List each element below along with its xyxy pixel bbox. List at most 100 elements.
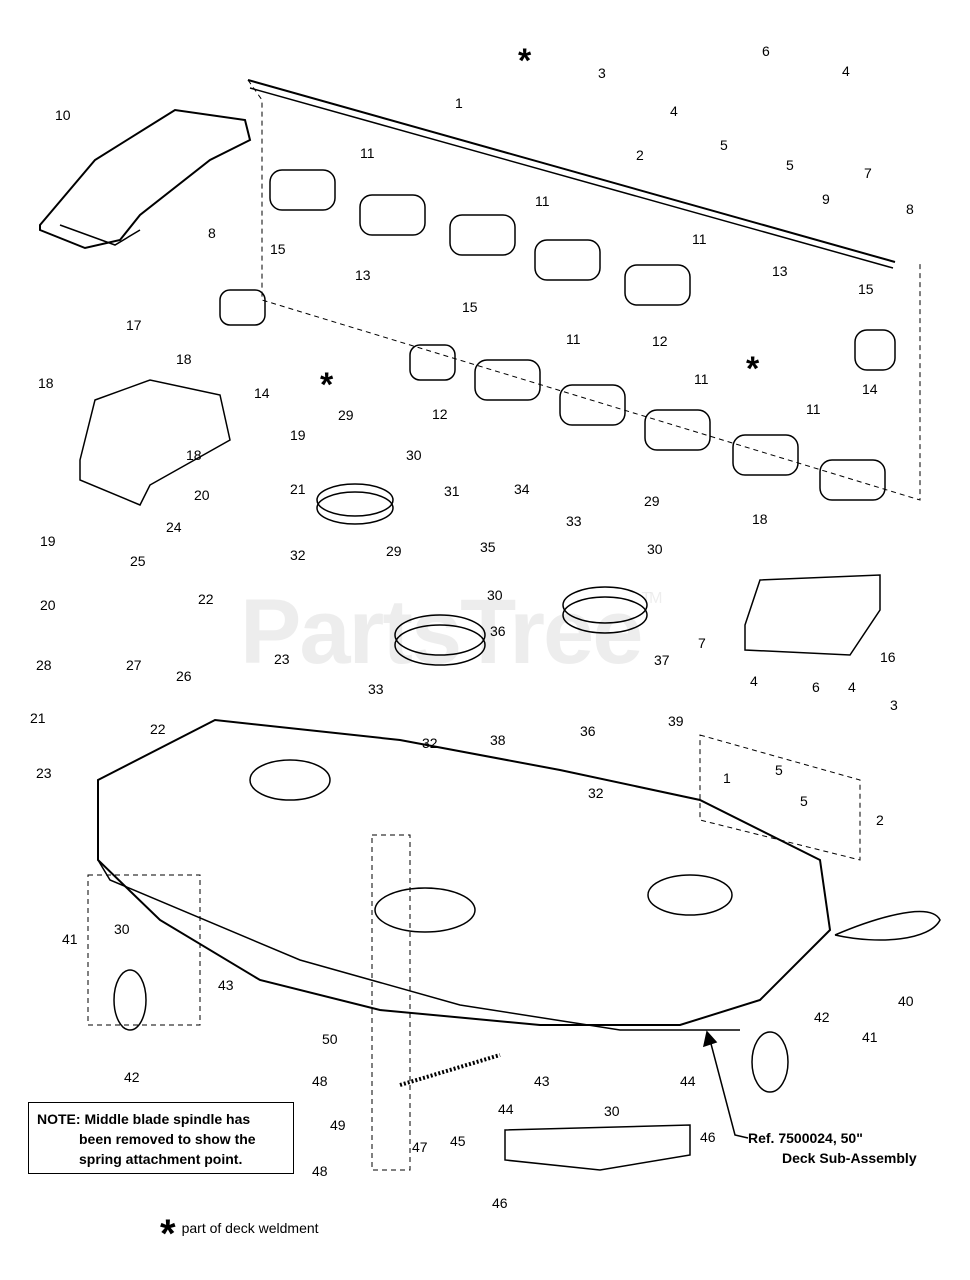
callout-46: 46 bbox=[492, 1195, 508, 1211]
callout-42: 42 bbox=[124, 1069, 140, 1085]
callout-32: 32 bbox=[290, 547, 306, 563]
callout-15: 15 bbox=[462, 299, 478, 315]
callout-28: 28 bbox=[36, 657, 52, 673]
callout-9: 9 bbox=[822, 191, 830, 207]
callout-6: 6 bbox=[762, 43, 770, 59]
callout-30: 30 bbox=[487, 587, 503, 603]
callout-45: 45 bbox=[450, 1133, 466, 1149]
callout-2: 2 bbox=[876, 812, 884, 828]
callout-33: 33 bbox=[566, 513, 582, 529]
callout-30: 30 bbox=[114, 921, 130, 937]
callout-30: 30 bbox=[406, 447, 422, 463]
callout-4: 4 bbox=[750, 673, 758, 689]
callout-4: 4 bbox=[842, 63, 850, 79]
note-line-3: spring attachment point. bbox=[79, 1151, 243, 1167]
callout-11: 11 bbox=[806, 401, 821, 417]
callout-11: 11 bbox=[694, 371, 709, 387]
asterisk-icon: * bbox=[160, 1212, 176, 1256]
callout-37: 37 bbox=[654, 652, 670, 668]
callout-31: 31 bbox=[444, 483, 460, 499]
callout-33: 33 bbox=[368, 681, 384, 697]
callout-43: 43 bbox=[534, 1073, 550, 1089]
callout-4: 4 bbox=[670, 103, 678, 119]
callout-32: 32 bbox=[422, 735, 438, 751]
asterisk-marker: * bbox=[320, 366, 334, 404]
callout-7: 7 bbox=[698, 635, 706, 651]
callout-15: 15 bbox=[858, 281, 874, 297]
callout-40: 40 bbox=[898, 993, 914, 1009]
note-line-1: NOTE: Middle blade spindle has bbox=[37, 1111, 251, 1127]
footnote-text: part of deck weldment bbox=[181, 1220, 319, 1236]
callout-3: 3 bbox=[598, 65, 606, 81]
callout-13: 13 bbox=[355, 267, 371, 283]
callout-39: 39 bbox=[668, 713, 684, 729]
callout-48: 48 bbox=[312, 1073, 328, 1089]
callout-13: 13 bbox=[772, 263, 788, 279]
callout-16: 16 bbox=[880, 649, 896, 665]
callout-32: 32 bbox=[588, 785, 604, 801]
reference-line-2: Deck Sub-Assembly bbox=[782, 1150, 917, 1166]
callout-29: 29 bbox=[644, 493, 660, 509]
callout-8: 8 bbox=[208, 225, 216, 241]
callout-49: 49 bbox=[330, 1117, 346, 1133]
callout-29: 29 bbox=[386, 543, 402, 559]
callout-12: 12 bbox=[652, 333, 668, 349]
callout-38: 38 bbox=[490, 732, 506, 748]
callout-41: 41 bbox=[862, 1029, 878, 1045]
callout-3: 3 bbox=[890, 697, 898, 713]
callout-6: 6 bbox=[812, 679, 820, 695]
footnote: * part of deck weldment bbox=[160, 1212, 319, 1257]
callout-17: 17 bbox=[126, 317, 142, 333]
note-box: NOTE: Middle blade spindle has been remo… bbox=[28, 1102, 294, 1174]
callout-47: 47 bbox=[412, 1139, 428, 1155]
callout-1: 1 bbox=[723, 770, 731, 786]
callout-36: 36 bbox=[490, 623, 506, 639]
note-line-2: been removed to show the bbox=[79, 1131, 256, 1147]
callout-30: 30 bbox=[604, 1103, 620, 1119]
asterisk-marker: * bbox=[518, 42, 532, 80]
callout-19: 19 bbox=[40, 533, 56, 549]
callout-35: 35 bbox=[480, 539, 496, 555]
callout-14: 14 bbox=[254, 385, 270, 401]
callout-34: 34 bbox=[514, 481, 530, 497]
callout-46: 46 bbox=[700, 1129, 716, 1145]
callout-19: 19 bbox=[290, 427, 306, 443]
callout-5: 5 bbox=[800, 793, 808, 809]
callout-23: 23 bbox=[274, 651, 290, 667]
callout-18: 18 bbox=[176, 351, 192, 367]
callout-44: 44 bbox=[498, 1101, 514, 1117]
deck-reference: Ref. 7500024, 50" Deck Sub-Assembly bbox=[748, 1128, 917, 1168]
callout-20: 20 bbox=[194, 487, 210, 503]
callout-26: 26 bbox=[176, 668, 192, 684]
callout-23: 23 bbox=[36, 765, 52, 781]
callout-18: 18 bbox=[38, 375, 54, 391]
callout-5: 5 bbox=[775, 762, 783, 778]
callout-41: 41 bbox=[62, 931, 78, 947]
reference-line-1: Ref. 7500024, 50" bbox=[748, 1130, 863, 1146]
callout-1: 1 bbox=[455, 95, 463, 111]
callout-15: 15 bbox=[270, 241, 286, 257]
callout-7: 7 bbox=[864, 165, 872, 181]
callout-2: 2 bbox=[636, 147, 644, 163]
callout-20: 20 bbox=[40, 597, 56, 613]
callout-50: 50 bbox=[322, 1031, 338, 1047]
callout-29: 29 bbox=[338, 407, 354, 423]
callout-5: 5 bbox=[720, 137, 728, 153]
callout-11: 11 bbox=[692, 231, 707, 247]
callout-8: 8 bbox=[906, 201, 914, 217]
asterisk-marker: * bbox=[746, 350, 760, 388]
callout-11: 11 bbox=[566, 331, 581, 347]
callout-14: 14 bbox=[862, 381, 878, 397]
callout-27: 27 bbox=[126, 657, 142, 673]
callout-4: 4 bbox=[848, 679, 856, 695]
callout-5: 5 bbox=[786, 157, 794, 173]
callout-48: 48 bbox=[312, 1163, 328, 1179]
callout-42: 42 bbox=[814, 1009, 830, 1025]
callout-18: 18 bbox=[186, 447, 202, 463]
callout-21: 21 bbox=[290, 481, 306, 497]
callout-43: 43 bbox=[218, 977, 234, 993]
callout-25: 25 bbox=[130, 553, 146, 569]
callout-36: 36 bbox=[580, 723, 596, 739]
callout-24: 24 bbox=[166, 519, 182, 535]
